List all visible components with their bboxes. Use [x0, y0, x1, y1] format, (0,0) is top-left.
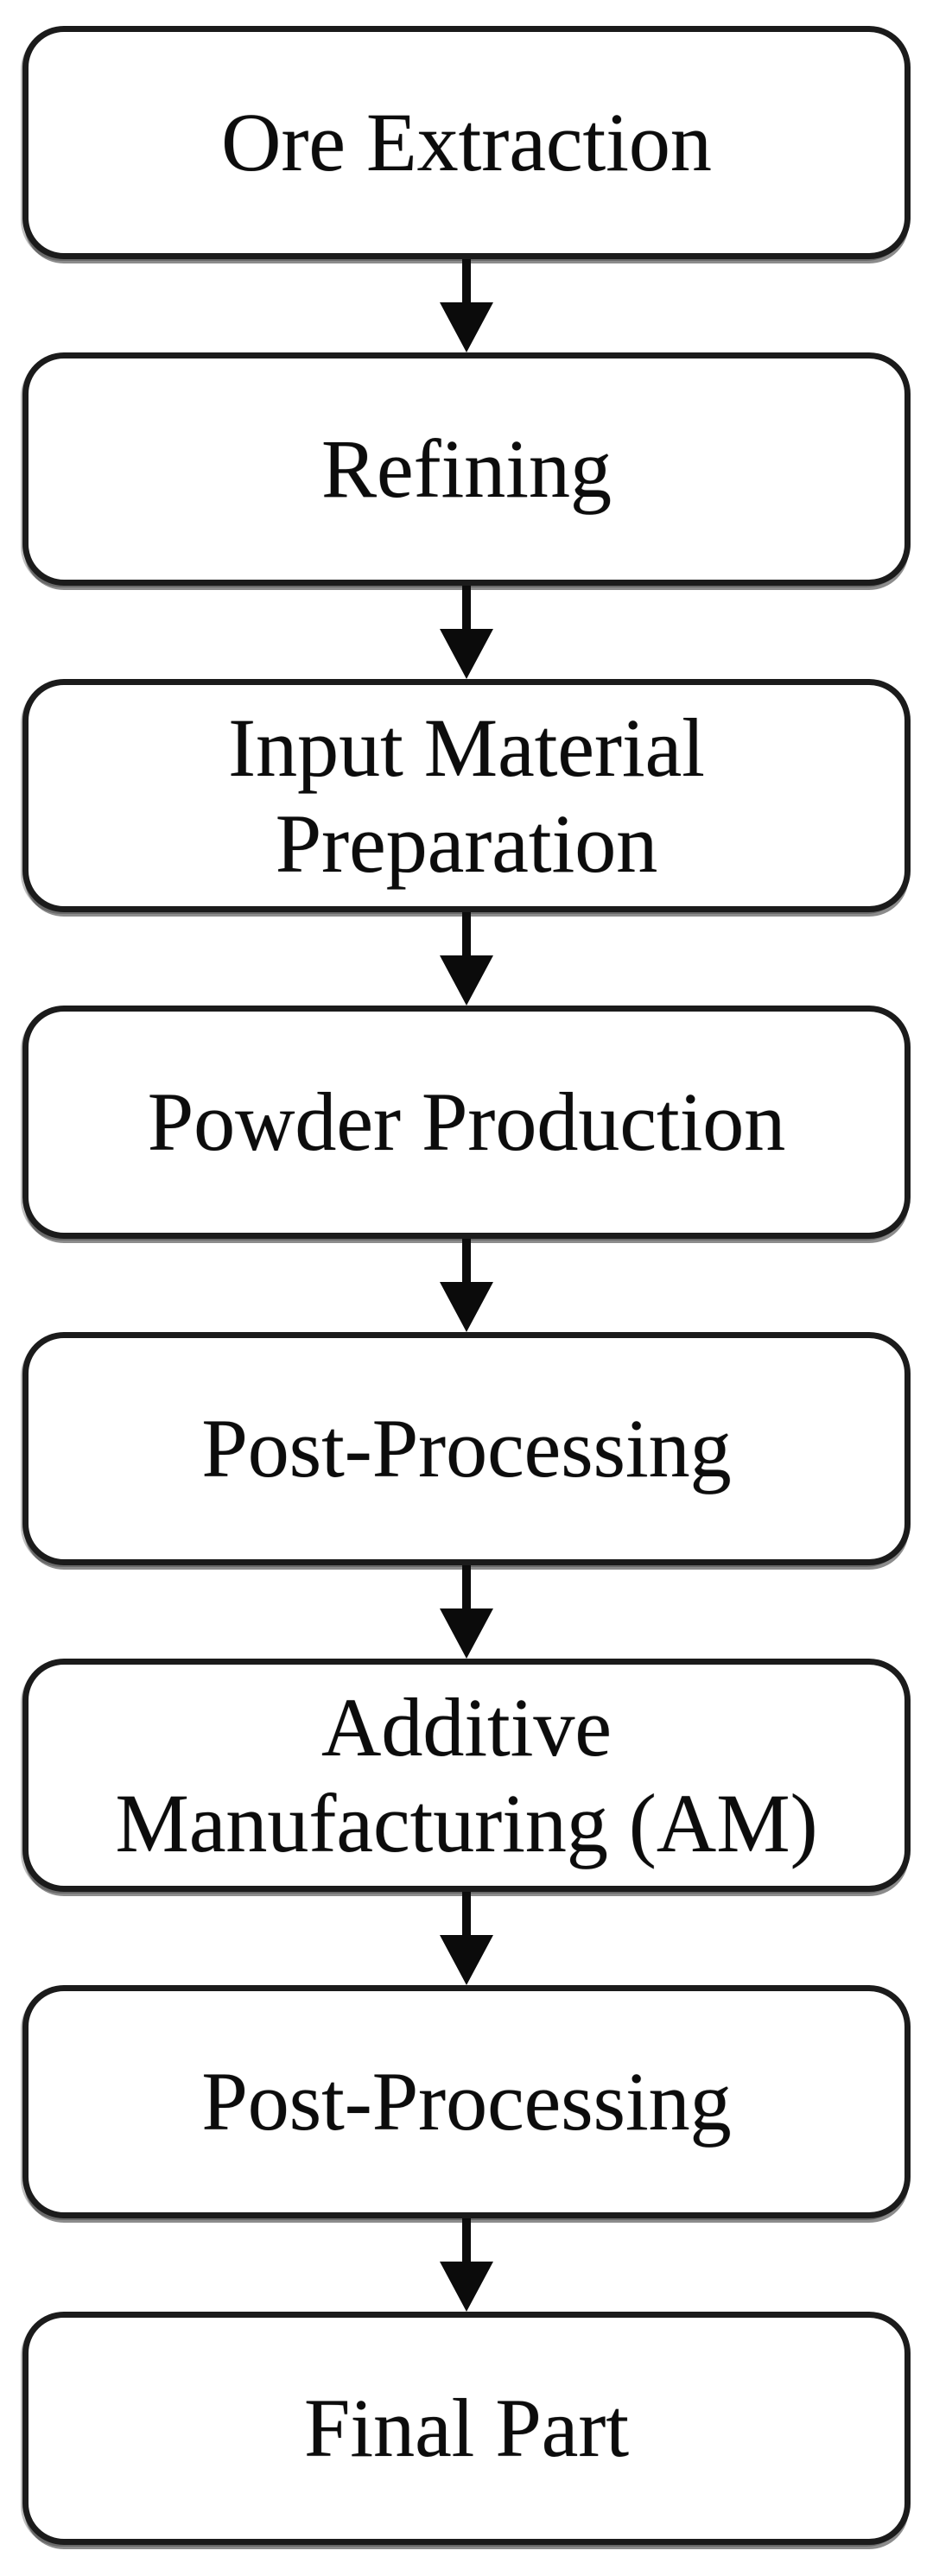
arrow-head	[440, 1282, 493, 1332]
arrow-stem	[462, 912, 471, 955]
arrow-head	[440, 2262, 493, 2312]
node-label-refining: Refining	[321, 422, 612, 516]
arrow-head	[440, 955, 493, 1006]
flow-node-post-processing-1: Post-Processing	[22, 1332, 911, 1565]
arrow-head	[440, 302, 493, 352]
down-arrow-icon	[440, 1565, 493, 1659]
flow-node-final-part: Final Part	[22, 2312, 911, 2545]
flow-node-ore-extraction: Ore Extraction	[22, 26, 911, 259]
down-arrow-icon	[440, 1239, 493, 1332]
arrow-stem	[462, 259, 471, 302]
node-label-ore-extraction: Ore Extraction	[221, 96, 712, 189]
arrow-stem	[462, 2218, 471, 2262]
node-label-final-part: Final Part	[304, 2382, 629, 2475]
node-label-powder-production: Powder Production	[147, 1075, 786, 1169]
flow-node-refining: Refining	[22, 352, 911, 586]
arrow-stem	[462, 1565, 471, 1608]
flow-node-post-processing-2: Post-Processing	[22, 1985, 911, 2218]
arrow-head	[440, 1608, 493, 1659]
down-arrow-icon	[440, 912, 493, 1006]
node-label-input-material-preparation: Input Material Preparation	[228, 701, 705, 890]
arrow-head	[440, 629, 493, 679]
arrow-stem	[462, 586, 471, 629]
down-arrow-icon	[440, 2218, 493, 2312]
down-arrow-icon	[440, 1892, 493, 1985]
node-label-post-processing-1: Post-Processing	[201, 1402, 732, 1495]
arrow-stem	[462, 1239, 471, 1282]
node-label-post-processing-2: Post-Processing	[201, 2055, 732, 2148]
arrow-stem	[462, 1892, 471, 1935]
flow-node-input-material-preparation: Input Material Preparation	[22, 679, 911, 912]
down-arrow-icon	[440, 259, 493, 352]
flow-node-powder-production: Powder Production	[22, 1006, 911, 1239]
down-arrow-icon	[440, 586, 493, 679]
flow-node-additive-manufacturing-am: Additive Manufacturing (AM)	[22, 1659, 911, 1892]
node-label-additive-manufacturing-am: Additive Manufacturing (AM)	[115, 1680, 818, 1869]
arrow-head	[440, 1935, 493, 1985]
